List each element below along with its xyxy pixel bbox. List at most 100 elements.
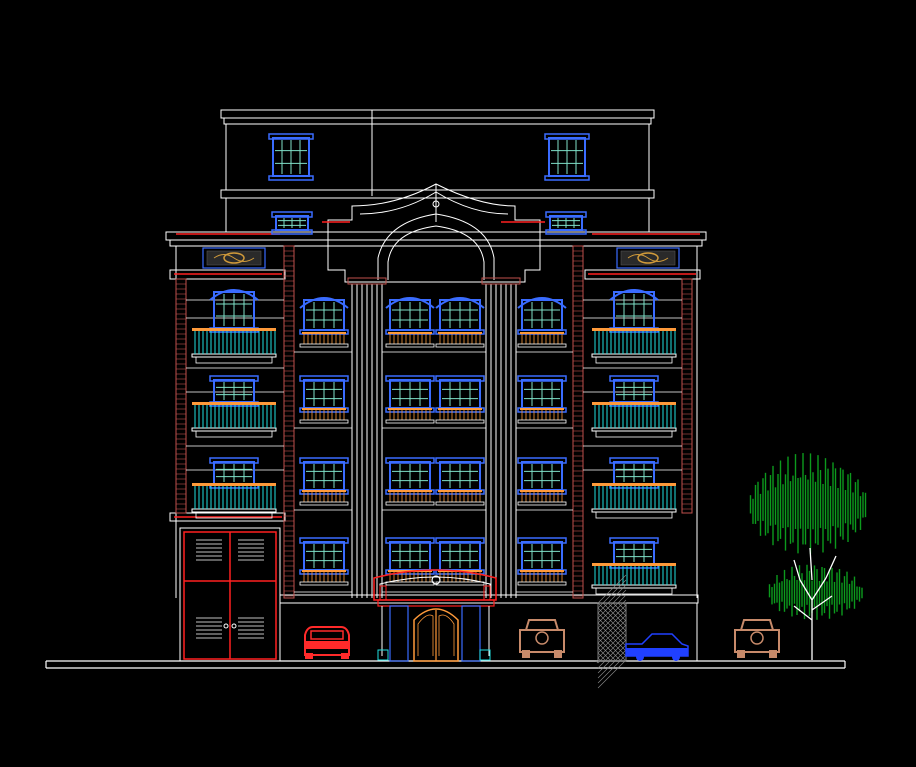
suv-spare-wheel — [750, 631, 764, 645]
hatch-line — [597, 659, 627, 689]
hatch-line — [597, 609, 627, 639]
window-icon — [545, 211, 587, 235]
hatch-line — [597, 619, 627, 649]
car-wheel — [636, 653, 644, 661]
ornament-panel-left — [202, 247, 266, 269]
balcony-railing — [435, 332, 485, 348]
brick-pier — [283, 245, 295, 599]
hatch-line — [597, 612, 627, 642]
hatch-line — [597, 627, 627, 657]
hatch-line — [597, 589, 627, 619]
car-side — [626, 648, 688, 656]
central-columns — [347, 277, 521, 598]
suv-wheel — [522, 650, 530, 658]
balcony-railing — [299, 332, 349, 348]
brick-piers — [175, 245, 693, 599]
hatch-line — [612, 602, 627, 617]
suv-icon — [519, 619, 565, 658]
suv-wheel — [737, 650, 745, 658]
hatch-line — [597, 629, 627, 659]
balconies — [191, 328, 677, 595]
balcony-railing — [191, 328, 277, 364]
suv-icon — [734, 619, 780, 658]
hatch-line — [597, 599, 627, 629]
balcony-railing — [591, 402, 677, 438]
hatch-line — [597, 632, 627, 662]
ornament-panel-right — [616, 247, 680, 269]
window-icon — [268, 133, 314, 181]
balcony-railing — [299, 408, 349, 424]
balcony-railing — [191, 483, 277, 519]
tree-icon — [749, 453, 867, 660]
balcony-railing — [385, 490, 435, 506]
suv-body — [519, 629, 565, 653]
balcony-railing — [299, 490, 349, 506]
suv-spare-wheel — [535, 631, 549, 645]
hatch-line — [597, 654, 627, 684]
hatch-line — [597, 649, 627, 679]
hatch-line — [597, 594, 627, 624]
entrance-portal — [373, 569, 497, 662]
car-wheel — [305, 653, 313, 659]
car-wheel — [672, 653, 680, 661]
hatch-line — [597, 584, 627, 614]
balcony-railing — [191, 402, 277, 438]
car-grille — [305, 641, 349, 649]
car-body — [304, 626, 350, 656]
balcony-railing — [591, 563, 677, 595]
brick-pier — [681, 278, 693, 514]
hatch-line — [597, 607, 627, 637]
windows — [209, 133, 659, 575]
suv-wheel — [554, 650, 562, 658]
hatch-line — [597, 617, 627, 647]
hatch-line — [595, 660, 599, 664]
window-icon — [544, 133, 590, 181]
car-icon — [304, 626, 350, 659]
hatch-line — [597, 614, 627, 644]
balcony-railing — [517, 408, 567, 424]
garage-door — [179, 527, 281, 662]
balcony-railing — [591, 328, 677, 364]
suv-body — [734, 629, 780, 653]
window-icon — [299, 297, 349, 335]
floor-lines — [186, 299, 682, 593]
suv-cabin — [525, 619, 559, 631]
window-icon — [609, 457, 659, 489]
hatch-line — [597, 647, 612, 662]
hatch-line — [602, 602, 627, 627]
hatch-line — [617, 602, 627, 612]
suv-cabin — [740, 619, 774, 631]
balcony-railing — [435, 408, 485, 424]
brick-pier — [572, 245, 584, 599]
column — [481, 277, 521, 598]
car-wheel — [341, 653, 349, 659]
window-icon — [435, 297, 485, 335]
column — [347, 277, 387, 598]
penthouse — [220, 109, 655, 233]
hatch-line — [597, 574, 627, 604]
car-icon — [625, 633, 689, 661]
tree-trunk — [793, 547, 837, 660]
balcony-railing — [517, 490, 567, 506]
hatch-line — [597, 604, 627, 634]
balcony-railing — [385, 408, 435, 424]
balcony-railing — [435, 490, 485, 506]
hatch-line — [597, 634, 627, 664]
window-icon — [271, 211, 313, 235]
hatch-line — [597, 652, 607, 662]
hatch-line — [597, 644, 627, 674]
hatch-line — [597, 624, 627, 654]
balcony-railing — [299, 570, 349, 586]
pediment-red-accents — [174, 221, 700, 518]
hatch-line — [597, 639, 627, 669]
hatch-line — [597, 602, 627, 632]
hatched-wall-panel — [595, 574, 627, 689]
window-icon — [385, 297, 435, 335]
hatch-line — [597, 579, 627, 609]
hatch-line — [597, 637, 622, 662]
balcony-railing — [517, 570, 567, 586]
balcony-railing — [591, 483, 677, 519]
window-icon — [517, 297, 567, 335]
